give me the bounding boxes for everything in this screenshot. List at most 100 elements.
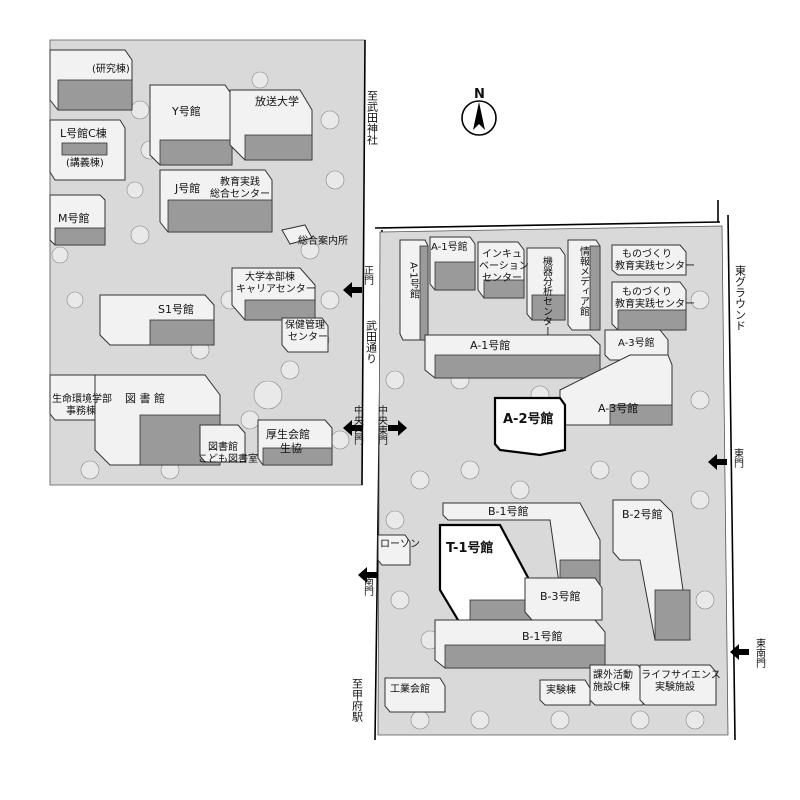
incubation-center-building[interactable]: [477, 241, 525, 299]
gate-label-main: 正門: [362, 265, 374, 286]
compass-label: N: [474, 87, 485, 102]
label-t1-gokan: T-1号館: [446, 540, 493, 556]
jikken-to-building[interactable]: [539, 679, 591, 706]
gate-label-chuo-west: 中央西門: [352, 404, 364, 446]
label-kenkyu-to: (研究棟): [92, 62, 130, 75]
label-honbu-1: 大学本部棟: [245, 270, 295, 283]
label-s1-gokan: S1号館: [158, 302, 194, 316]
label-monozukuri-1b: 教育実践センター: [615, 259, 695, 272]
label-kosei-2: 生協: [280, 441, 302, 455]
m-gokan-building[interactable]: [49, 194, 106, 246]
south-gate-arrow-icon: [358, 567, 377, 583]
west-boundary-road: [361, 39, 366, 486]
label-a3-small: A-3号館: [618, 336, 655, 349]
gate-label-south: 南門: [362, 575, 374, 597]
a2-gokan-building[interactable]: [493, 396, 567, 457]
label-incubation-2: ベーション: [479, 260, 529, 272]
gate-label-east-south: 東南門: [754, 637, 766, 669]
label-kagai-1: 課外活動: [593, 668, 633, 681]
s1-gokan-building[interactable]: [99, 294, 215, 346]
label-a1-long: A-1号館: [470, 338, 510, 352]
label-kodomo-2: こども図書室: [198, 452, 258, 465]
label-monozukuri-2b: 教育実践センター: [615, 297, 695, 310]
road-label-takeda-shrine: 至武田神社: [366, 90, 379, 146]
label-sogo-annaisho: 総合案内所: [298, 234, 348, 247]
hoken-building[interactable]: [281, 317, 329, 353]
hoso-daigaku-building[interactable]: [229, 89, 313, 161]
gate-label-east: 東門: [732, 447, 744, 469]
kosei-kaikan-building[interactable]: [257, 419, 333, 466]
main-gate-arrow-icon: [343, 282, 362, 298]
label-l-gokan-c: L号館C棟: [60, 126, 107, 140]
monozukuri-1-building[interactable]: [611, 244, 687, 276]
label-kodomo-1: 図書館: [208, 440, 238, 453]
label-monozukuri-1a: ものづくり: [622, 248, 672, 260]
label-seimei-1: 生命環境学部: [52, 392, 112, 405]
label-toshokan: 図 書 館: [125, 391, 165, 405]
label-b2-gokan: B-2号館: [622, 507, 663, 521]
north-compass-icon: [461, 100, 497, 136]
life-science-building[interactable]: [639, 664, 717, 706]
label-honbu-2: キャリアセンター: [236, 283, 316, 295]
monozukuri-2-building[interactable]: [611, 281, 687, 331]
label-life-1: ライフサイエンス: [641, 669, 721, 681]
label-jikken-to: 実験棟: [546, 683, 576, 696]
label-b3-gokan: B-3号館: [540, 589, 581, 603]
a1-vertical-building[interactable]: [399, 239, 429, 341]
fountain-plaza: [253, 380, 283, 410]
label-a1-top: A-1号館: [431, 240, 468, 253]
label-lawson: ローソン: [380, 539, 420, 550]
chuo-west-gate-arrow-icon: [343, 420, 362, 436]
label-j-gokan: J号館: [174, 181, 200, 195]
l-gokan-c-building[interactable]: [49, 119, 126, 181]
label-b1-top: B-1号館: [488, 504, 529, 518]
north-boundary-road: [374, 221, 721, 229]
chuo-east-gate-arrow-icon: [388, 420, 407, 436]
label-hoso-daigaku: 放送大学: [255, 94, 299, 108]
j-gokan-building[interactable]: [159, 169, 273, 233]
y-gokan-building[interactable]: [149, 84, 233, 166]
label-kogyo-kaikan: 工業会館: [390, 682, 430, 695]
kogyo-kaikan-building[interactable]: [384, 677, 446, 713]
label-a1-vertical: A-1号館: [408, 262, 420, 299]
road-label-east-ground: 東グラウンド: [734, 265, 747, 331]
label-kyoiku-jissen-1: 教育実践: [220, 175, 260, 188]
label-life-2: 実験施設: [655, 680, 695, 693]
label-a2-gokan: A-2号館: [503, 411, 554, 427]
label-m-gokan: M号館: [58, 211, 90, 225]
label-incubation-3: センター: [482, 272, 522, 284]
label-b1-bottom: B-1号館: [522, 629, 563, 643]
label-kiki-bunseki: 機器分析センター: [541, 255, 553, 336]
kagai-katsudo-building[interactable]: [589, 664, 644, 706]
label-hoken-1: 保健管理: [285, 318, 325, 331]
label-joho-media: 情報メディア館: [578, 245, 590, 317]
kenkyu-to-building[interactable]: [49, 49, 133, 111]
label-kosei-1: 厚生会館: [266, 427, 310, 441]
east-south-gate-arrow-icon: [730, 644, 749, 660]
b1-bottom-building[interactable]: [434, 619, 606, 669]
label-incubation-1: インキュ: [482, 249, 522, 260]
a1-long-building[interactable]: [424, 334, 601, 379]
kodomo-toshoshitsu-building[interactable]: [199, 424, 246, 463]
label-kagai-2: 施設C棟: [593, 680, 630, 693]
gate-label-chuo-east: 中央東門: [376, 404, 388, 446]
label-y-gokan: Y号館: [171, 104, 201, 118]
kiki-bunseki-building[interactable]: [526, 247, 566, 321]
label-monozukuri-2a: ものづくり: [622, 286, 672, 298]
b2-gokan-building[interactable]: [612, 499, 691, 641]
label-seimei-2: 事務棟: [66, 404, 96, 417]
joho-media-building[interactable]: [567, 239, 601, 331]
label-a3-gokan: A-3号館: [598, 401, 638, 415]
east-gate-arrow-icon: [708, 454, 727, 470]
label-kyoiku-jissen-2: 総合センター: [210, 187, 270, 200]
b3-gokan-building[interactable]: [524, 577, 603, 621]
lawson-building[interactable]: [377, 534, 411, 566]
road-label-kofu-station: 至甲府駅: [351, 678, 364, 723]
sogo-annaisho-building[interactable]: [281, 224, 313, 245]
road-label-takeda-dori: 武田通り: [365, 320, 378, 364]
a1-top-building[interactable]: [429, 236, 476, 291]
label-kogi-to: (講義棟): [66, 156, 104, 169]
label-hoken-2: センター: [288, 331, 328, 343]
a3-gokan-building[interactable]: [559, 354, 673, 426]
